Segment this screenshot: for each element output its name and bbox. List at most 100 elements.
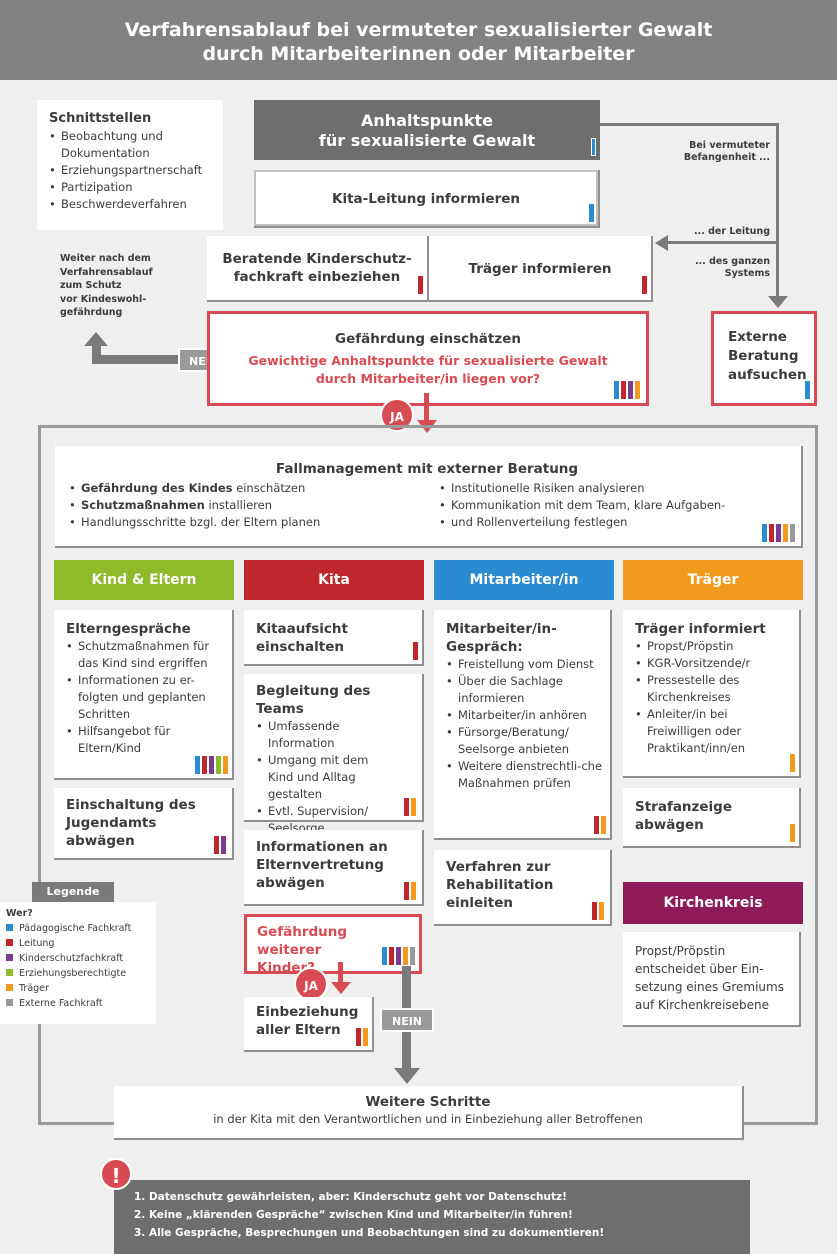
kitaaufsicht-label: Kitaaufsicht einschalten [256,620,414,656]
bar-purple [209,756,214,774]
list-item: Über die Sachlage informieren [446,673,602,707]
arrow-down-icon [338,962,343,984]
extern-l2: Beratung [728,348,799,364]
legend-item: Kinderschutzfachkraft [6,951,152,966]
bar-orange [403,947,408,965]
bar-red [404,798,409,816]
nein-badge: NEIN [380,1008,434,1032]
legend-label: Erziehungsberechtigte [19,968,127,979]
fall-left-0-r: einschätzen [232,481,306,495]
elternvertretung-l3: abwägen [256,875,325,891]
jugendamt-l3: abwägen [66,833,135,849]
kirchenkreis-header: Kirchenkreis [623,882,803,924]
jugendamt-l1: Einschaltung des [66,797,196,813]
list-item: und Rollenverteilung festlegen [439,514,725,531]
weiter-l4: vor Kindeswohl- [60,293,147,305]
weiter-l3: zum Schutz [60,280,122,291]
list-item: Fürsorge/Beratung/ Seelsorge anbieten [446,724,602,758]
legend-item: Erziehungsberechtigte [6,966,152,981]
weiter-l2: Verfahrensablauf [60,266,153,278]
legend: Legende Wer? Pädagogische Fachkraft Leit… [0,880,160,1030]
bar-grey [790,524,795,542]
arrow-down-icon [768,296,788,308]
kitaleitung-label: Kita-Leitung informieren [332,191,520,207]
begleitung-box: Begleitung des Teams Umfassende Informat… [244,674,424,835]
legend-label: Träger [19,983,49,994]
legend-item: Externe Fachkraft [6,996,152,1011]
bar-purple [628,381,633,399]
legend-title: Legende [32,882,114,902]
legend-wer: Wer? [6,908,33,919]
weitere-title: Weitere Schritte [365,1094,491,1110]
bar-blue [614,381,619,399]
notes-box: 1. Datenschutz gewährleisten, aber: Kind… [114,1180,750,1254]
anhaltspunkte-box: Anhaltspunkte für sexualisierte Gewalt [254,100,600,160]
list-item: Institutionelle Risiken analysieren [439,480,725,497]
bar-orange [599,902,604,920]
elternvertretung-label: Informationen an Elternvertretung abwäge… [256,838,414,892]
col-header-kita: Kita [244,560,424,600]
list-item: Umgang mit dem Kind und Alltag gestalten [256,752,396,803]
list-item: Propst/Pröpstin [635,638,791,655]
system-label: ... des ganzen Systems [680,256,770,280]
legend-item: Träger [6,981,152,996]
list-item: Pressestelle des Kirchenkreises [635,672,791,706]
weitere-schritte-box: Weitere Schritte in der Kita mit den Ver… [114,1086,744,1140]
system-l2: Systems [724,268,770,279]
kitaaufsicht-l1: Kitaaufsicht [256,621,348,637]
extern-label: Externe Beratung aufsuchen [728,328,814,385]
kitaleitung-box: Kita-Leitung informieren [254,170,600,228]
bar-blue [762,524,767,542]
bar-purple [776,524,781,542]
bar-grey [410,947,415,965]
bar-red [202,756,207,774]
kitaaufsicht-l2: einschalten [256,639,345,655]
ja-badge: JA [294,967,328,1001]
beratende-box: Beratende Kinderschutz- fachkraft einbez… [207,236,429,302]
legend-label: Externe Fachkraft [19,998,103,1009]
elterngespraeche-box: Elterngespräche Schutzmaßnahmen für das … [54,610,234,780]
beratende-label: Beratende Kinderschutz- fachkraft einbez… [207,236,427,286]
bar-purple [396,947,401,965]
beratende-l2: fachkraft einbeziehen [233,269,401,285]
rehab-l2: Rehabilitation [446,877,554,893]
list-item: Gefährdung des Kindes einschätzen [69,480,439,497]
bar-red [769,524,774,542]
weiter-l5: gefährdung [60,307,123,318]
gefaehrdung-q2: durch Mitarbeiter/in liegen vor? [315,371,541,386]
weitere-kinder-box: Gefährdung weiterer Kinder? [244,914,422,976]
connector-line [92,355,180,364]
list-item: Schutzmaßnahmen installieren [69,497,439,514]
weitere-kinder-l1: Gefährdung weiterer [257,924,348,958]
bar-red [389,947,394,965]
arrow-left-icon [655,235,668,251]
fall-left-1-r: installieren [204,498,272,512]
system-l1: ... des ganzen [694,256,770,267]
bar-red [214,836,219,854]
bar-red [356,1028,361,1046]
note-item: 2. Keine „klärenden Gespräche“ zwischen … [134,1209,573,1221]
list-item: Umfassende Information [256,718,396,752]
extern-l3: aufsuchen [728,367,807,383]
weitere-sub: in der Kita mit den Verantwortlichen und… [213,1112,643,1126]
befangenheit-l1: Bei vermuteter [689,140,770,151]
einbeziehung-label: Einbeziehung aller Eltern [256,1003,366,1039]
rehab-l3: einleiten [446,895,514,911]
einbeziehung-l2: aller Eltern [256,1022,341,1038]
legend-item: Pädagogische Fachkraft [6,921,152,936]
list-item: Informationen zu er-folgten und geplante… [66,672,224,723]
anhaltspunkte-line1: Anhaltspunkte [361,111,493,130]
gefaehrdung-q1: Gewichtige Anhaltspunkte für sexualisier… [248,353,608,368]
list-item: Kommunikation mit dem Team, klare Aufgab… [439,497,725,514]
list-item: Handlungsschritte bzgl. der Eltern plane… [69,514,439,531]
title-line2: durch Mitarbeiterinnen oder Mitarbeiter [202,43,635,65]
fall-left-1-b: Schutzmaßnahmen [81,498,205,512]
schnittstellen-title: Schnittstellen [49,111,152,126]
bar-orange [783,524,788,542]
eltern-title: Elterngespräche [66,621,191,637]
strafanzeige-box: Strafanzeige abwägen [623,788,801,848]
weiter-label: Weiter nach dem Verfahrensablauf zum Sch… [60,252,170,320]
befangenheit-label: Bei vermuteter Befangenheit ... [680,140,770,164]
elternvertretung-box: Informationen an Elternvertretung abwäge… [244,830,424,906]
kirchenkreis-t0: Propst/Pröpstin [635,944,726,958]
